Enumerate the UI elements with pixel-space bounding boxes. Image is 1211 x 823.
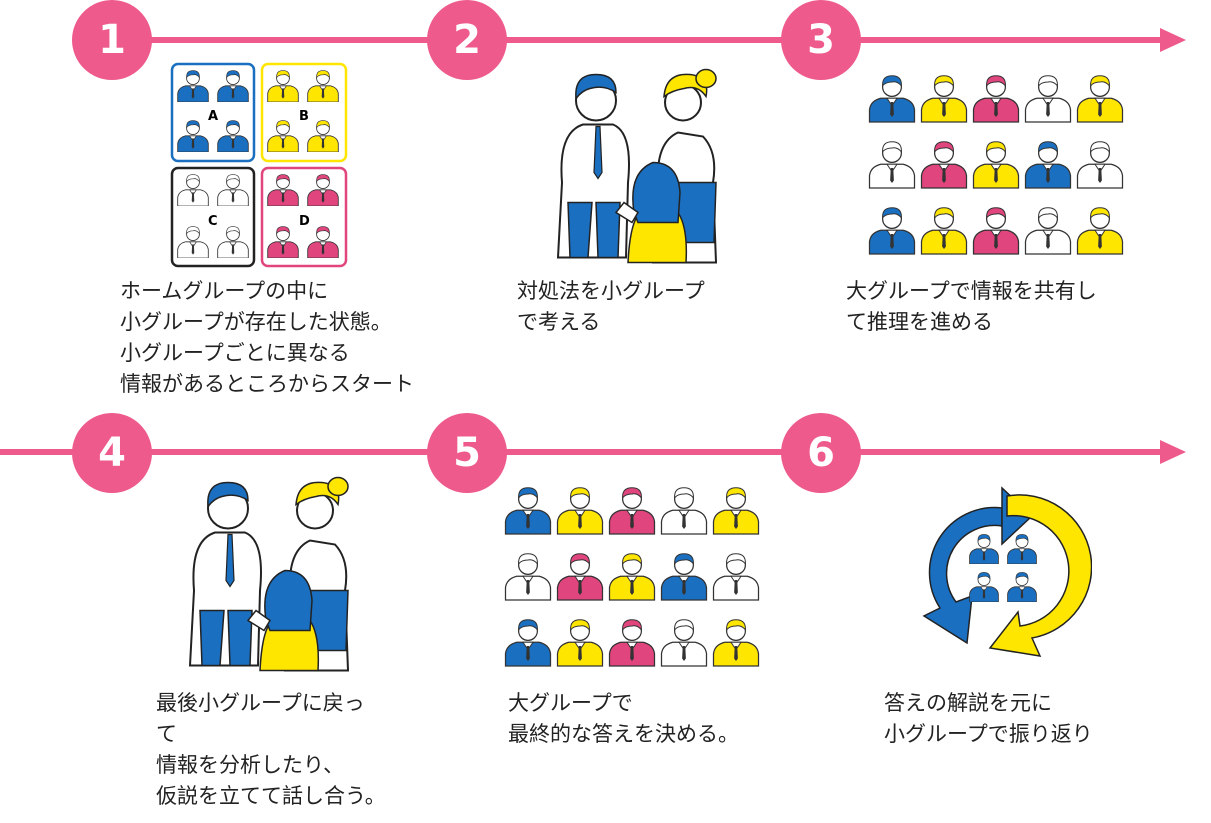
step-6-number: 6 [781, 413, 861, 493]
step-3-caption: 大グループで情報を共有し て推理を進める [846, 279, 1097, 334]
group-d-label: D [299, 214, 310, 229]
group-b-box: B [260, 62, 348, 163]
step-2-caption: 対処法を小グループ で考える [517, 279, 705, 334]
cycle-arrow-yellow-icon [988, 494, 1092, 657]
step-2-number: 2 [427, 0, 507, 80]
step-2-illustration [556, 68, 718, 264]
step-1-caption: ホームグループの中に 小グループが存在した状態。 小グループごとに異なる 情報が… [120, 279, 414, 396]
step-5-illustration [502, 478, 764, 678]
step-4-illustration [188, 476, 350, 672]
step-3-illustration [866, 66, 1128, 266]
step-4-caption: 最後小グループに戻っ て 情報を分析したり、 仮説を立てて話し合う。 [156, 691, 386, 808]
step-4-number: 4 [72, 413, 152, 493]
group-b-label: B [299, 109, 309, 124]
group-c-label: C [208, 214, 218, 229]
step-1-number: 1 [72, 0, 152, 80]
step-5-number: 5 [427, 413, 507, 493]
step-1-illustration: A B C D [170, 62, 348, 268]
step-3-number: 3 [781, 0, 861, 80]
step-5-caption: 大グループで 最終的な答えを決める。 [508, 691, 739, 746]
step-6-illustration [922, 486, 1092, 657]
group-d-box: D [260, 166, 348, 268]
group-a-label: A [208, 109, 218, 124]
step-6-caption: 答えの解説を元に 小グループで振り返り [884, 691, 1093, 746]
group-c-box: C [170, 166, 256, 268]
group-a-box: A [170, 62, 256, 163]
cycle-arrow-blue-icon [922, 506, 1003, 645]
